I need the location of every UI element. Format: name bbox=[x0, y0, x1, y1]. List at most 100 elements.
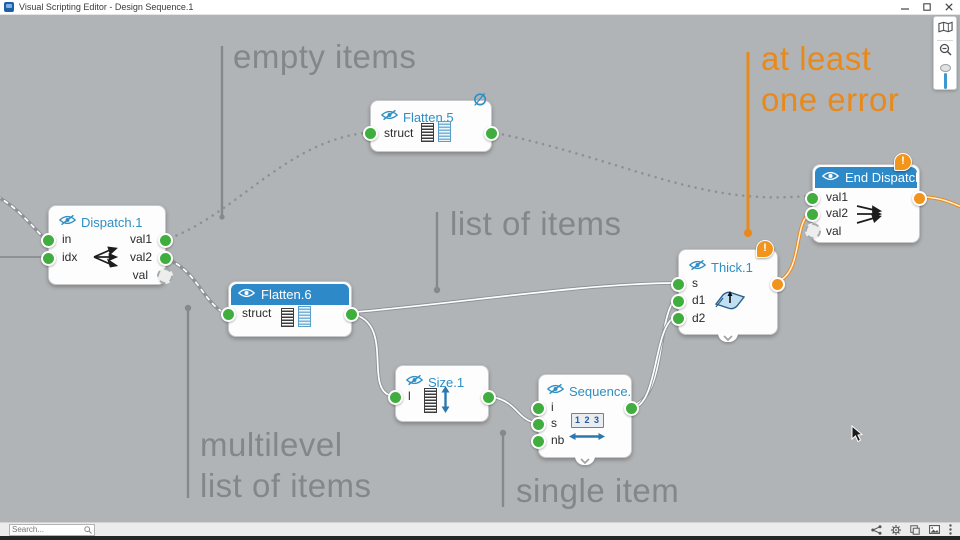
port-label-val2: val2 bbox=[826, 206, 849, 220]
input-port-s[interactable] bbox=[531, 417, 546, 432]
annotation-line-multilevel bbox=[184, 304, 192, 498]
merge-arrows-icon bbox=[855, 201, 883, 232]
close-button[interactable] bbox=[938, 0, 960, 14]
annotation-line-empty-items bbox=[219, 46, 225, 220]
output-port-val-disabled[interactable] bbox=[157, 268, 173, 284]
output-port[interactable] bbox=[481, 390, 496, 405]
preview-hidden-eye-icon[interactable] bbox=[546, 382, 565, 400]
annotation-line-at-least-one-error bbox=[744, 52, 752, 237]
preview-visible-eye-icon[interactable] bbox=[821, 169, 840, 187]
wire-size-to-sequence-s[interactable] bbox=[492, 395, 533, 424]
input-port-i[interactable] bbox=[531, 401, 546, 416]
node-flatten-6[interactable]: Flatten.6 struct bbox=[221, 281, 359, 337]
wire-flatten5-to-enddispatch-val1[interactable] bbox=[494, 131, 808, 199]
input-port-l[interactable] bbox=[388, 390, 403, 405]
port-label-l: l bbox=[408, 389, 411, 403]
duplicate-icon[interactable] bbox=[910, 524, 920, 535]
input-port-struct[interactable] bbox=[221, 307, 236, 322]
window-title: Visual Scripting Editor - Design Sequenc… bbox=[19, 2, 194, 12]
wire-sequence-to-thick-d2[interactable] bbox=[632, 317, 674, 410]
input-port-val2[interactable] bbox=[805, 207, 820, 222]
annotation-at-least-one-error: at least one error bbox=[761, 38, 899, 120]
node-title: Thick.1 bbox=[711, 259, 753, 275]
port-label-in: in bbox=[62, 232, 72, 246]
output-port[interactable] bbox=[484, 126, 499, 141]
port-label-val2: val2 bbox=[129, 250, 152, 264]
annotation-multilevel-list: multilevel list of items bbox=[200, 424, 372, 506]
node-title: Size.1 bbox=[428, 374, 465, 390]
title-bar: Visual Scripting Editor - Design Sequenc… bbox=[0, 0, 960, 15]
node-size-1[interactable]: Size.1 l bbox=[388, 365, 496, 422]
output-port[interactable] bbox=[344, 307, 359, 322]
no-preview-badge-icon: ∅ bbox=[473, 92, 487, 109]
input-port-d1[interactable] bbox=[671, 294, 686, 309]
warning-badge-icon[interactable]: ! bbox=[894, 153, 912, 171]
input-port-struct[interactable] bbox=[363, 126, 378, 141]
node-header[interactable]: Sequence. bbox=[546, 382, 631, 400]
more-options-icon[interactable] bbox=[949, 524, 952, 535]
node-header[interactable]: Dispatch.1 bbox=[58, 213, 142, 231]
zoom-out-icon[interactable] bbox=[939, 43, 952, 61]
node-link-icon[interactable] bbox=[871, 524, 882, 535]
node-dispatch-1[interactable]: Dispatch.1 in idx val1 val2 val bbox=[41, 205, 173, 285]
port-label-d2: d2 bbox=[692, 311, 706, 325]
node-header-selected[interactable]: Flatten.6 bbox=[231, 284, 349, 305]
output-port[interactable] bbox=[624, 401, 639, 416]
wire-incoming-in[interactable] bbox=[0, 196, 46, 240]
statusbar-actions bbox=[871, 524, 960, 535]
port-label-s: s bbox=[551, 416, 557, 430]
wire-sequence-to-thick-d1[interactable] bbox=[633, 300, 675, 407]
wire-dispatch-val1-to-flatten5[interactable] bbox=[168, 131, 366, 240]
wire-dispatch-val2-to-flatten6[interactable] bbox=[167, 257, 223, 313]
input-port-s[interactable] bbox=[671, 277, 686, 292]
export-image-icon[interactable] bbox=[929, 525, 940, 534]
input-port-nb[interactable] bbox=[531, 434, 546, 449]
expand-ports-chevron[interactable] bbox=[575, 456, 595, 465]
search-input[interactable] bbox=[10, 525, 84, 534]
preview-hidden-eye-icon[interactable] bbox=[58, 213, 77, 231]
input-port-in[interactable] bbox=[41, 233, 56, 248]
output-port-val2[interactable] bbox=[158, 251, 173, 266]
input-port-val-disabled[interactable] bbox=[805, 223, 821, 239]
preview-hidden-eye-icon[interactable] bbox=[688, 258, 707, 276]
annotation-empty-items: empty items bbox=[233, 38, 417, 75]
zoom-slider-handle[interactable] bbox=[939, 63, 951, 72]
search-box[interactable] bbox=[9, 523, 95, 536]
node-header[interactable]: Thick.1 bbox=[688, 258, 753, 276]
preview-hidden-eye-icon[interactable] bbox=[405, 373, 424, 391]
port-label-struct: struct bbox=[242, 306, 272, 320]
size-arrow-icon bbox=[440, 386, 451, 418]
warning-badge-icon[interactable]: ! bbox=[756, 240, 774, 258]
wire-enddispatch-out[interactable] bbox=[923, 195, 960, 209]
preview-hidden-eye-icon[interactable] bbox=[380, 108, 399, 126]
settings-gear-icon[interactable] bbox=[891, 524, 901, 535]
minimize-button[interactable] bbox=[894, 0, 916, 14]
size-list-icon bbox=[424, 388, 437, 413]
expand-ports-chevron[interactable] bbox=[718, 333, 738, 342]
node-header[interactable]: Size.1 bbox=[405, 373, 465, 391]
input-port-idx[interactable] bbox=[41, 251, 56, 266]
node-sequence-1[interactable]: Sequence. i s nb 1 2 3 bbox=[531, 374, 639, 465]
wire-flatten6-to-thick-s[interactable] bbox=[355, 281, 673, 314]
node-thick-1[interactable]: ! Thick.1 s d1 d2 bbox=[671, 240, 785, 342]
zoom-slider-track[interactable] bbox=[943, 72, 947, 89]
output-port-error[interactable] bbox=[912, 191, 927, 206]
node-flatten-5[interactable]: ∅ Flatten.5 struct bbox=[363, 93, 499, 152]
node-header-selected[interactable]: End Dispatch bbox=[815, 167, 917, 188]
port-label-idx: idx bbox=[62, 250, 78, 264]
overview-map-icon[interactable] bbox=[937, 20, 953, 38]
wire-flatten6-to-size-l[interactable] bbox=[355, 313, 390, 397]
port-label-val1: val1 bbox=[826, 190, 849, 204]
wire-thick-to-enddispatch-val2[interactable] bbox=[778, 214, 809, 283]
annotation-line-single-item bbox=[499, 429, 507, 507]
node-header[interactable]: Flatten.5 bbox=[380, 108, 454, 126]
preview-visible-eye-icon[interactable] bbox=[237, 286, 256, 304]
output-port-error[interactable] bbox=[770, 277, 785, 292]
output-port-val1[interactable] bbox=[158, 233, 173, 248]
input-port-d2[interactable] bbox=[671, 311, 686, 326]
node-end-dispatch[interactable]: ! End Dispatch val1 val2 val bbox=[805, 153, 927, 243]
input-port-val1[interactable] bbox=[805, 191, 820, 206]
maximize-button[interactable] bbox=[916, 0, 938, 14]
flatten-lists-icon bbox=[281, 306, 311, 327]
